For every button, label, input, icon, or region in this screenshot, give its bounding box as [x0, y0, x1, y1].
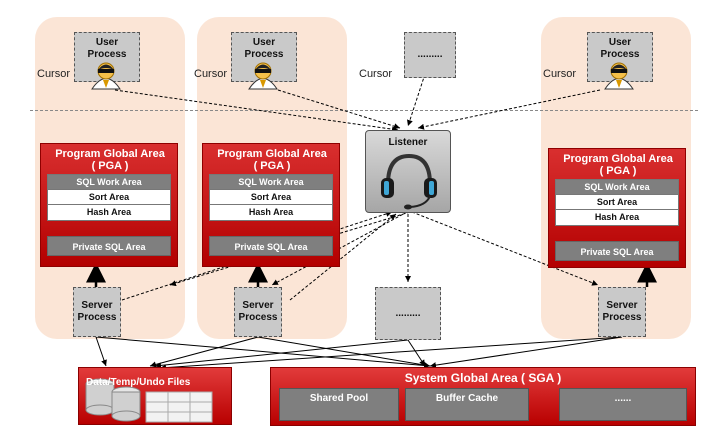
hash-area: Hash Area	[86, 207, 132, 217]
sga-more: ......	[559, 388, 687, 421]
listener-to-server4-line	[411, 211, 599, 286]
server-process-2[interactable]: Server Process	[234, 287, 282, 337]
sql-work-area-header: SQL Work Area	[556, 180, 678, 195]
sga-box: System Global Area ( SGA ) Shared Pool B…	[270, 367, 696, 426]
private-sql-area: Private SQL Area	[555, 241, 679, 261]
files-label: Data/Temp/Undo Files	[86, 377, 191, 388]
listener-label: Listener	[388, 137, 428, 148]
hash-area: Hash Area	[248, 207, 294, 217]
server3-to-files-line	[154, 339, 409, 369]
server-process-4[interactable]: Server Process	[598, 287, 646, 337]
user3-to-listener-line	[407, 73, 426, 127]
user4-to-listener-line	[417, 89, 601, 130]
pga-box-1: Program Global Area ( PGA ) SQL Work Are…	[40, 143, 178, 267]
pga-box-2: Program Global Area ( PGA ) SQL Work Are…	[202, 143, 340, 267]
cursor-label-3: Cursor	[359, 68, 393, 80]
shared-pool: Shared Pool	[279, 388, 399, 421]
server3-to-sga-line	[407, 339, 426, 367]
server2-to-files-line	[149, 336, 259, 368]
user2-to-listener-line	[277, 89, 401, 130]
private-sql-area: Private SQL Area	[47, 236, 171, 256]
user-process-3[interactable]: .........	[404, 32, 456, 78]
sql-work-area: SQL Work Area Sort Area Hash Area	[555, 179, 679, 226]
sql-work-area-header: SQL Work Area	[48, 175, 170, 190]
sql-work-area: SQL Work Area Sort Area Hash Area	[47, 174, 171, 221]
cursor-label-1: Cursor	[37, 68, 71, 80]
server1-to-files-line	[95, 336, 107, 367]
client-server-divider	[30, 110, 698, 111]
cursor-label-4: Cursor	[543, 68, 577, 80]
user-icon	[91, 62, 121, 90]
user-icon	[604, 62, 634, 90]
user-process-2[interactable]: User Process	[231, 32, 297, 82]
pga-title: Program Global Area ( PGA )	[563, 153, 673, 177]
listener-box[interactable]: Listener	[365, 130, 451, 213]
server1-to-sga-line	[95, 336, 431, 369]
hash-area: Hash Area	[594, 212, 640, 222]
sort-area: Sort Area	[48, 190, 170, 205]
pga-box-3: Program Global Area ( PGA ) SQL Work Are…	[548, 148, 686, 268]
private-sql-area: Private SQL Area	[209, 236, 333, 256]
pga-title: Program Global Area ( PGA )	[217, 148, 327, 172]
user1-to-listener-line	[114, 89, 399, 133]
pga-title: Program Global Area ( PGA )	[55, 148, 165, 172]
server-process-3[interactable]: .........	[375, 287, 441, 340]
server2-to-listener-line	[289, 213, 397, 301]
headset-icon	[381, 153, 437, 210]
server-process-1[interactable]: Server Process	[73, 287, 121, 337]
sort-area: Sort Area	[210, 190, 332, 205]
server4-to-sga-line	[429, 336, 623, 369]
cursor-label-2: Cursor	[194, 68, 228, 80]
database-icon	[85, 378, 213, 423]
sql-work-area: SQL Work Area Sort Area Hash Area	[209, 174, 333, 221]
server4-to-files-line	[159, 336, 623, 371]
user-icon	[248, 62, 278, 90]
server2-to-sga-line	[257, 336, 431, 368]
sql-work-area-header: SQL Work Area	[210, 175, 332, 190]
sort-area: Sort Area	[556, 195, 678, 210]
sga-title: System Global Area ( SGA )	[404, 371, 562, 385]
buffer-cache: Buffer Cache	[405, 388, 529, 421]
